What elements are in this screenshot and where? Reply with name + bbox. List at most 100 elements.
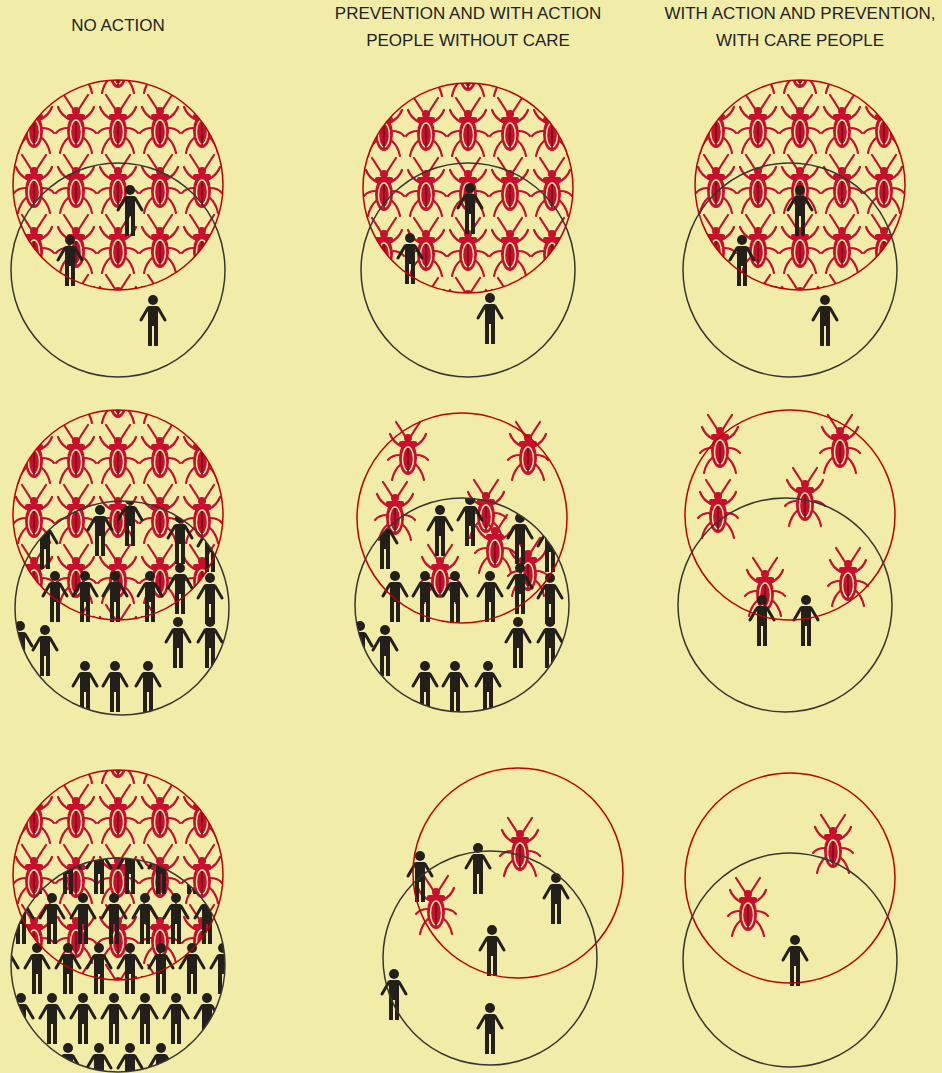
person-icon — [198, 617, 222, 668]
bug-icon — [182, 425, 222, 483]
person-icon — [133, 993, 157, 1044]
bug-icon — [14, 425, 54, 483]
bug-icon — [182, 365, 222, 423]
person-icon — [413, 661, 437, 712]
person-icon — [428, 505, 452, 556]
person-icon — [25, 1043, 49, 1073]
venn-panel — [654, 35, 942, 377]
bug-icon — [182, 35, 222, 93]
person-icon — [180, 1043, 204, 1073]
bug-icon — [224, 605, 264, 663]
person-icon — [164, 893, 188, 944]
vector-circle — [685, 773, 895, 983]
person-icon — [88, 505, 112, 556]
person-icon — [8, 621, 32, 672]
person-icon — [168, 563, 192, 614]
bug-icon — [98, 425, 138, 483]
people-group — [8, 495, 222, 712]
person-icon — [458, 183, 482, 234]
person-icon — [168, 513, 192, 564]
bug-icon — [0, 905, 12, 963]
bug-icon — [822, 95, 862, 153]
person-icon — [783, 935, 807, 986]
person-icon — [506, 617, 530, 668]
bug-icon — [0, 845, 12, 903]
bug-icon — [140, 275, 180, 333]
bug-icon — [56, 425, 96, 483]
bug-icon — [14, 785, 54, 843]
bug-icon — [98, 365, 138, 423]
bug-icon — [906, 155, 942, 213]
bug-icon — [864, 95, 904, 153]
vector-circle — [695, 80, 905, 290]
population-circle — [11, 858, 225, 1072]
bug-icon — [364, 158, 404, 216]
column-heading: NO ACTION — [18, 12, 218, 39]
person-icon — [118, 1043, 142, 1073]
venn-panel — [322, 38, 614, 377]
person-icon — [538, 617, 562, 668]
person-icon — [443, 571, 467, 622]
bug-icon — [828, 548, 868, 606]
bug-icon — [696, 275, 736, 333]
bug-icon — [738, 95, 778, 153]
person-icon — [71, 893, 95, 944]
bug-icon — [98, 275, 138, 333]
bug-icon — [0, 215, 12, 273]
bug-icon — [574, 218, 614, 276]
bug-icon — [406, 278, 446, 336]
population-circle — [683, 163, 897, 377]
bug-icon — [182, 785, 222, 843]
bug-icon — [224, 35, 264, 93]
bug-icon — [224, 965, 264, 1023]
bug-icon — [224, 545, 264, 603]
bug-icon — [698, 480, 738, 538]
bug-icon — [654, 215, 694, 273]
person-icon — [33, 625, 57, 676]
bug-icon — [140, 155, 180, 213]
bug-icon — [140, 785, 180, 843]
bug-icon — [0, 785, 12, 843]
person-icon — [794, 595, 818, 646]
bug-icon — [224, 725, 264, 783]
bug-icon — [182, 725, 222, 783]
bug-group — [322, 38, 614, 336]
person-icon — [87, 943, 111, 994]
bug-icon — [0, 275, 12, 333]
bug-icon — [780, 275, 820, 333]
bug-icon — [14, 275, 54, 333]
bug-group — [0, 365, 264, 663]
population-circle — [355, 498, 569, 712]
venn-panel — [382, 768, 623, 1065]
bug-icon — [224, 485, 264, 543]
bug-icon — [375, 482, 415, 540]
person-icon — [56, 1043, 80, 1073]
bug-icon — [0, 545, 12, 603]
bug-icon — [224, 845, 264, 903]
person-icon — [87, 843, 111, 894]
population-circle — [683, 853, 897, 1067]
bug-icon — [0, 725, 12, 783]
bug-icon — [56, 95, 96, 153]
bug-icon — [738, 155, 778, 213]
bug-icon — [14, 95, 54, 153]
person-icon — [0, 1043, 18, 1073]
bug-icon — [224, 155, 264, 213]
bug-icon — [56, 215, 96, 273]
person-icon — [788, 185, 812, 236]
bug-icon — [56, 785, 96, 843]
vector-circle — [685, 410, 895, 620]
person-icon — [71, 993, 95, 1044]
people-group — [730, 185, 837, 346]
bug-icon — [182, 275, 222, 333]
person-icon — [373, 518, 397, 569]
person-icon — [750, 595, 774, 646]
venn-panel — [683, 773, 897, 1067]
bug-icon — [224, 215, 264, 273]
venn-panel — [678, 410, 895, 712]
bug-icon — [224, 905, 264, 963]
person-icon — [226, 893, 250, 944]
person-icon — [166, 617, 190, 668]
vector-circle — [413, 768, 623, 978]
